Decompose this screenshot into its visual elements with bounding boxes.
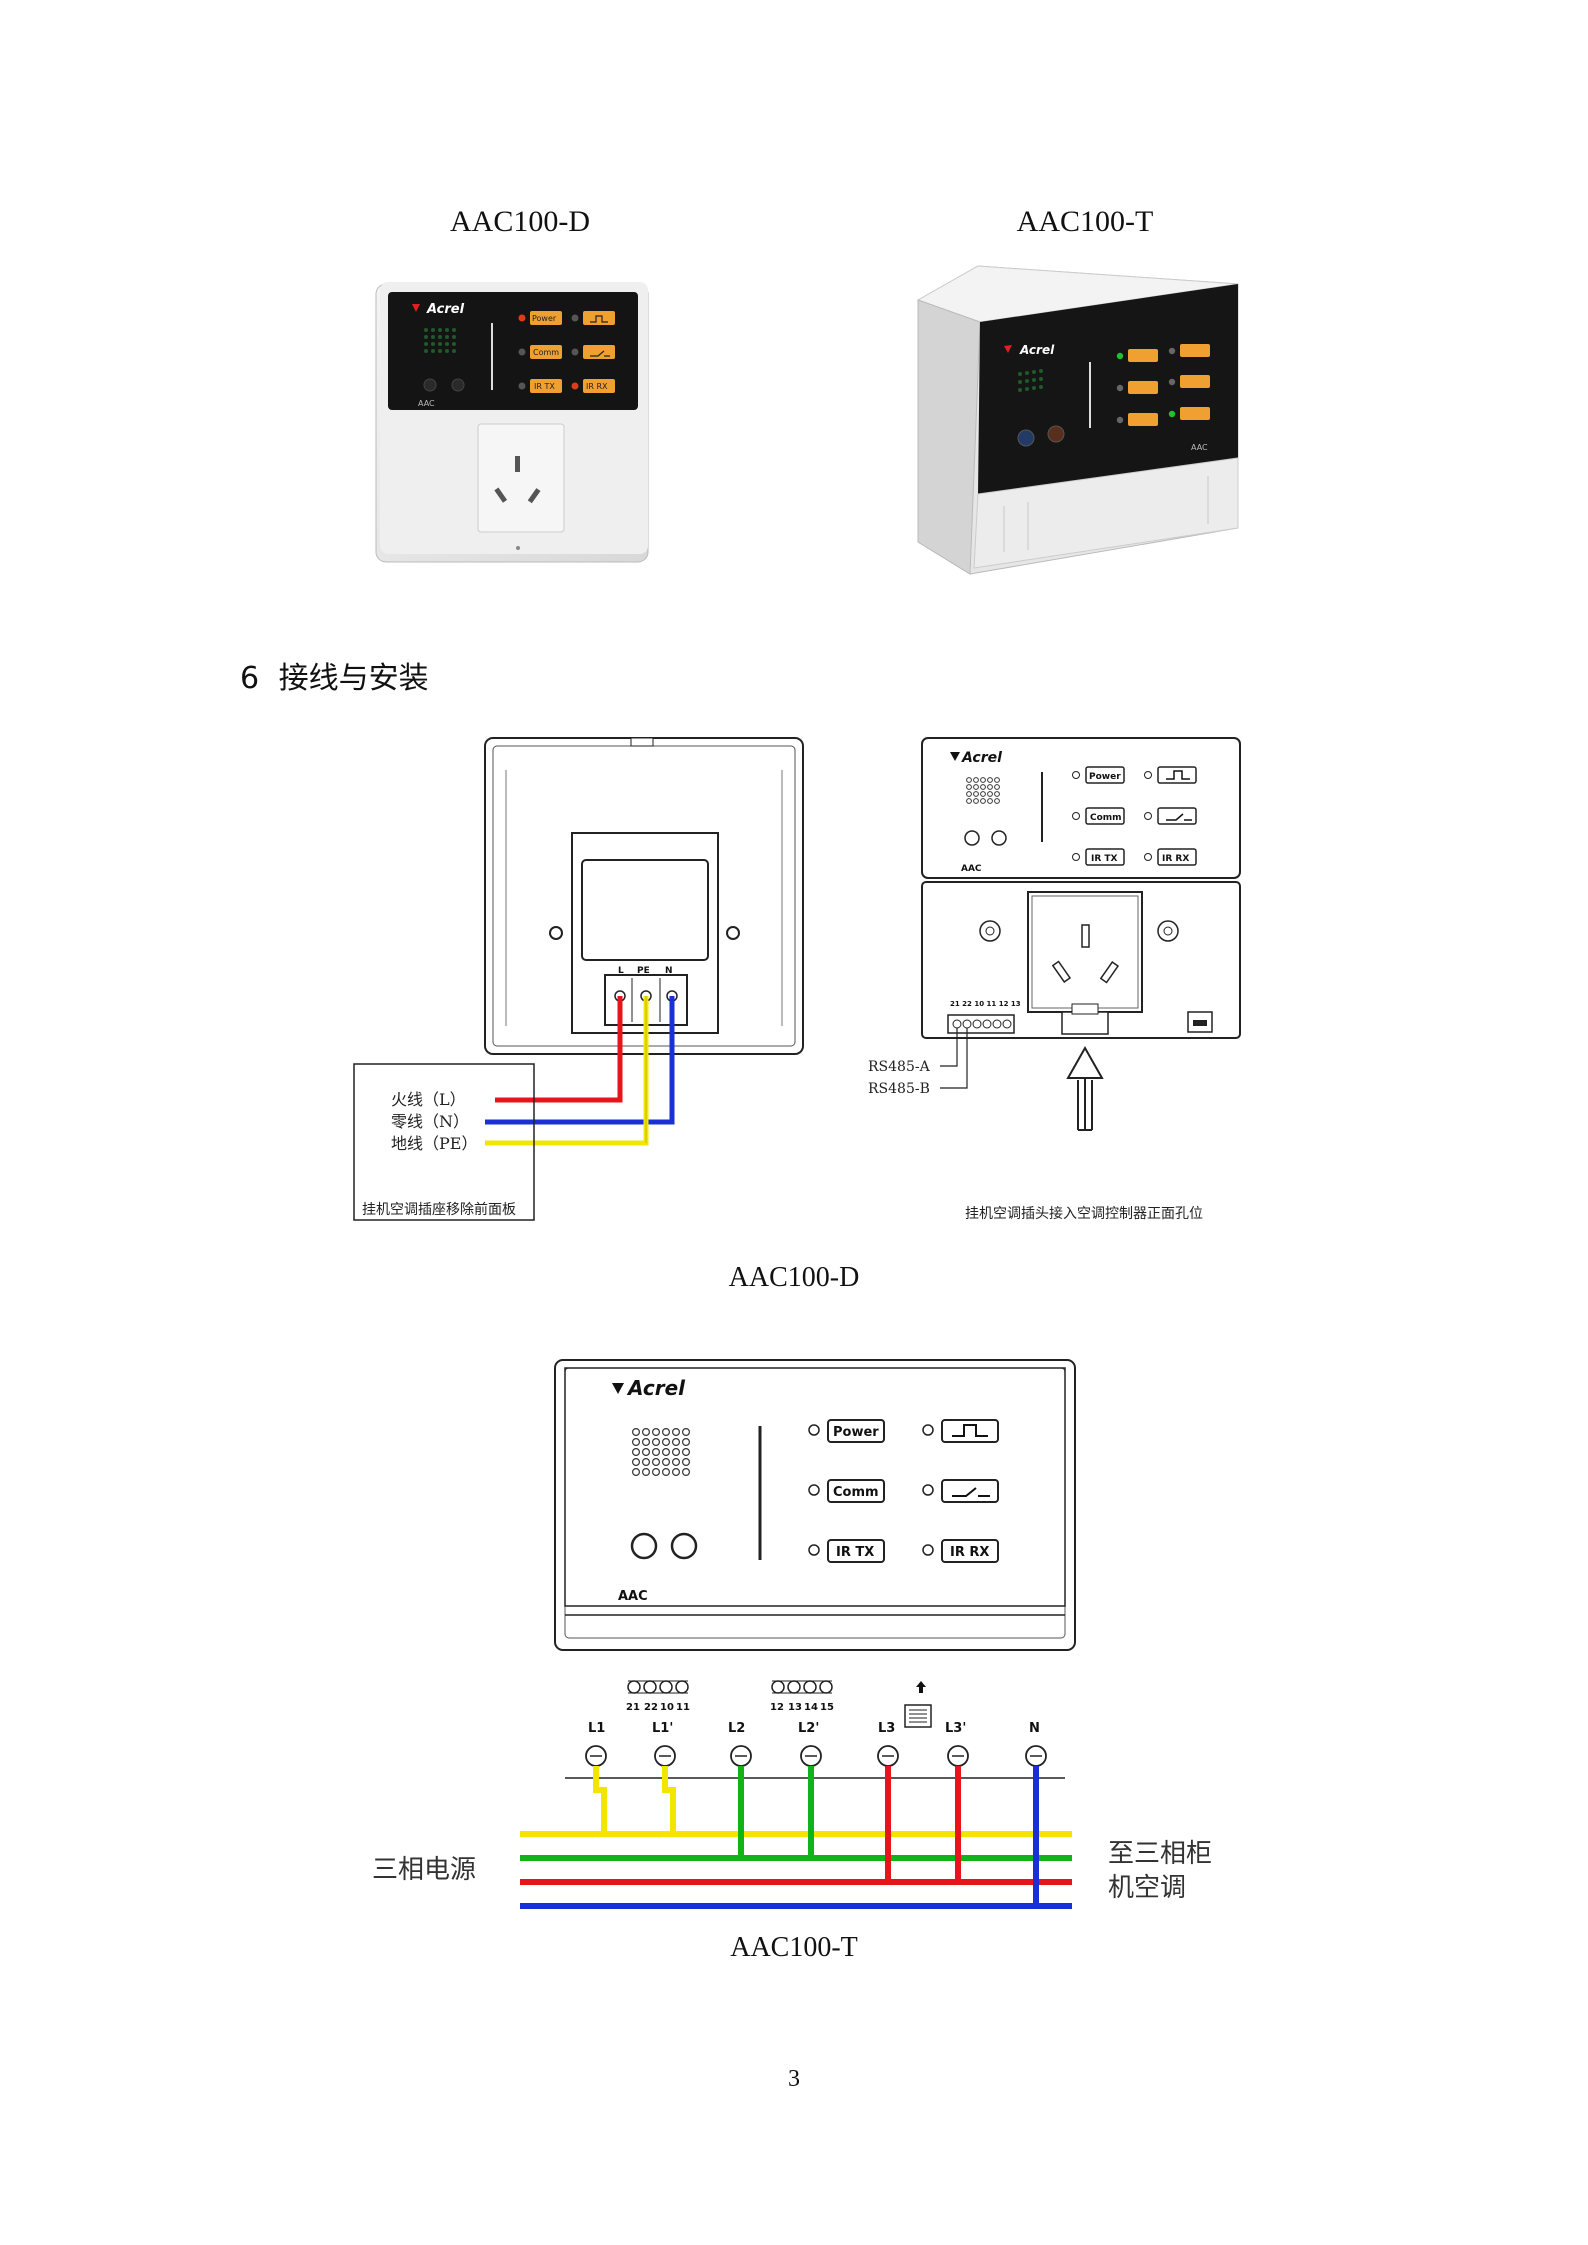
svg-text:挂机空调插头接入空调控制器正面孔位: 挂机空调插头接入空调控制器正面孔位 xyxy=(965,1205,1203,1222)
svg-text:IR RX: IR RX xyxy=(950,1545,989,1560)
section-number: 6 xyxy=(240,661,260,696)
svg-text:L: L xyxy=(618,966,624,976)
svg-text:IR RX: IR RX xyxy=(586,382,608,391)
svg-text:N: N xyxy=(1029,1721,1040,1736)
wiring-diagram-d-back: L PE N 火线（L） 零线（N） 地线（PE） 挂机空调插座移除前面板 xyxy=(353,737,804,1221)
svg-text:L1': L1' xyxy=(652,1721,673,1736)
svg-text:AAC: AAC xyxy=(418,399,435,408)
svg-text:15: 15 xyxy=(820,1702,834,1713)
wiring-diagram-t: Acrel AAC Power Comm IR TX IR RX 21 22 1… xyxy=(372,1359,1212,1909)
svg-text:Power: Power xyxy=(532,314,557,323)
svg-text:地线（PE）: 地线（PE） xyxy=(391,1134,477,1153)
section-heading: 6 接线与安装 xyxy=(240,653,429,697)
svg-text:21: 21 xyxy=(626,1702,640,1713)
svg-text:Acrel: Acrel xyxy=(961,750,1002,766)
svg-text:L2': L2' xyxy=(798,1721,819,1736)
antenna-icon xyxy=(916,1681,926,1693)
svg-text:挂机空调插座移除前面板: 挂机空调插座移除前面板 xyxy=(362,1201,516,1218)
svg-text:PE: PE xyxy=(637,966,650,976)
svg-text:IR RX: IR RX xyxy=(1162,854,1189,864)
svg-text:L3: L3 xyxy=(878,1721,895,1736)
svg-text:零线（N）: 零线（N） xyxy=(391,1112,469,1131)
brand-text-t: Acrel xyxy=(1019,343,1055,357)
aac100-t-photo: Acrel AAC xyxy=(916,265,1239,575)
svg-text:Comm: Comm xyxy=(833,1485,879,1500)
svg-text:火线（L）: 火线（L） xyxy=(391,1090,466,1109)
rs485-a-label: RS485-A xyxy=(868,1059,931,1075)
svg-text:12: 12 xyxy=(770,1702,784,1713)
svg-text:IR TX: IR TX xyxy=(534,382,555,391)
svg-text:11: 11 xyxy=(676,1702,690,1713)
svg-text:IR TX: IR TX xyxy=(1091,854,1118,864)
svg-text:Comm: Comm xyxy=(1090,813,1122,823)
svg-text:L1: L1 xyxy=(588,1721,605,1736)
svg-text:13: 13 xyxy=(788,1702,802,1713)
wiring-diagram-d-front: Acrel AAC Power Comm IR TX IR RX 21 22 1… xyxy=(868,737,1241,1222)
aac100-t-title: AAC100-T xyxy=(1016,205,1154,238)
brand-text-d: Acrel xyxy=(426,302,465,317)
svg-text:21 22 10 11 12 13: 21 22 10 11 12 13 xyxy=(950,1000,1021,1008)
aac100-t-caption: AAC100-T xyxy=(730,1932,858,1963)
live-wire xyxy=(495,996,623,1103)
svg-text:Acrel: Acrel xyxy=(626,1376,686,1400)
svg-text:AAC: AAC xyxy=(618,1589,648,1604)
svg-text:机空调: 机空调 xyxy=(1108,1873,1186,1903)
svg-text:N: N xyxy=(665,966,673,976)
svg-text:10: 10 xyxy=(660,1702,674,1713)
aac100-d-photo: Acrel AAC Power Comm IR TX IR RX xyxy=(375,282,649,563)
svg-text:Power: Power xyxy=(1089,772,1121,782)
svg-text:至三相柜: 至三相柜 xyxy=(1108,1839,1212,1869)
rs485-b-label: RS485-B xyxy=(868,1081,930,1097)
svg-text:22: 22 xyxy=(644,1702,658,1713)
svg-text:14: 14 xyxy=(804,1702,818,1713)
svg-text:AAC: AAC xyxy=(1191,443,1208,452)
neutral-wire xyxy=(485,996,675,1125)
svg-text:AAC: AAC xyxy=(961,864,982,874)
three-phase-source-label: 三相电源 xyxy=(372,1855,476,1885)
svg-text:L3': L3' xyxy=(945,1721,966,1736)
section-title: 接线与安装 xyxy=(278,661,429,696)
aac100-d-title: AAC100-D xyxy=(450,205,590,238)
svg-text:Power: Power xyxy=(833,1425,879,1440)
page-number: 3 xyxy=(788,2066,800,2092)
svg-text:L2: L2 xyxy=(728,1721,745,1736)
svg-text:Comm: Comm xyxy=(533,348,559,357)
svg-text:IR TX: IR TX xyxy=(836,1545,874,1560)
aac100-d-caption: AAC100-D xyxy=(728,1262,860,1293)
insert-arrow xyxy=(1066,1045,1104,1130)
